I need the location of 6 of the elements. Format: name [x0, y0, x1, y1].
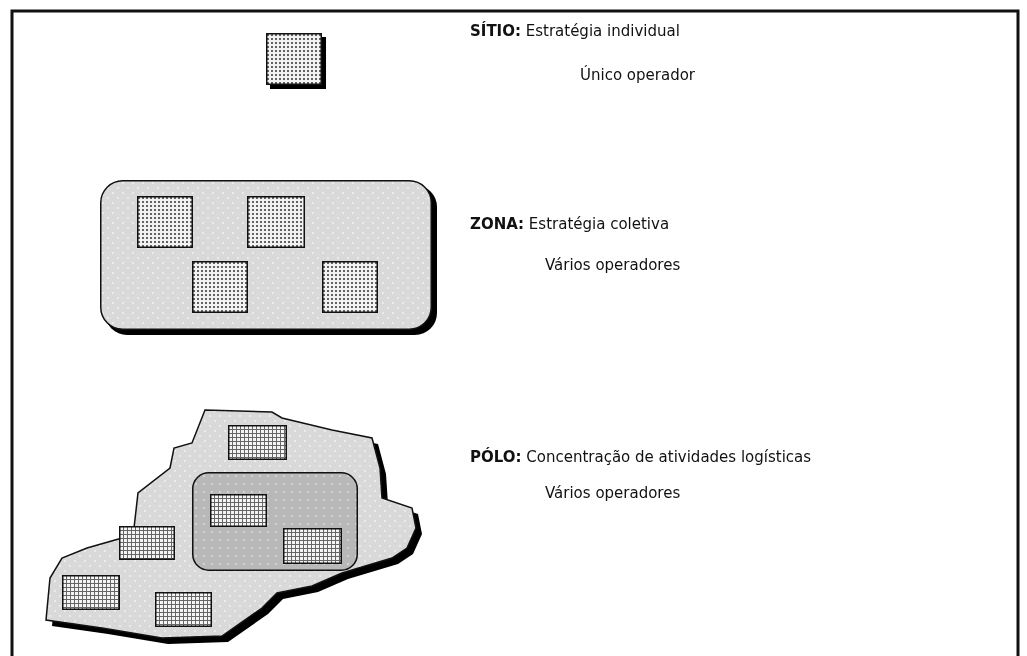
description-text: Vários operadores	[545, 256, 681, 274]
description-text: PÓLO: Concentração de atividades logísticas	[470, 448, 812, 466]
description-text: Vários operadores	[545, 484, 681, 502]
description-text: Único operador	[580, 66, 695, 84]
description-text: SÍTIO: Estratégia individual	[470, 22, 680, 40]
description-text: ZONA: Estratégia coletiva	[470, 215, 670, 233]
